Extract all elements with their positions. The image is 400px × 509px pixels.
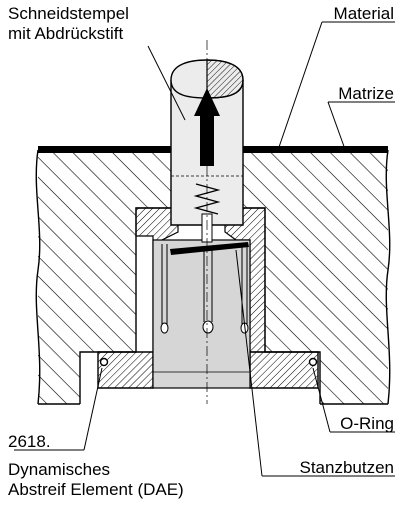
label-element-line2: Abstreif Element (DAE) xyxy=(8,480,184,499)
label-punch-line1: Schneidstempel xyxy=(8,4,129,23)
o-ring-icon xyxy=(99,357,109,367)
label-punch-line2: mit Abdrückstift xyxy=(8,24,124,43)
label-material: Material xyxy=(333,4,394,23)
label-slug: Stanzbutzen xyxy=(299,458,394,477)
leader-lines xyxy=(14,21,395,477)
o-ring-icon xyxy=(308,357,318,367)
label-element-line1: Dynamisches xyxy=(8,460,111,479)
label-element-code: 2618. xyxy=(8,432,51,451)
punched-slug xyxy=(170,242,249,255)
label-die: Matrize xyxy=(338,84,394,103)
stripper-element xyxy=(97,207,319,389)
label-o-ring: O-Ring xyxy=(340,414,394,433)
